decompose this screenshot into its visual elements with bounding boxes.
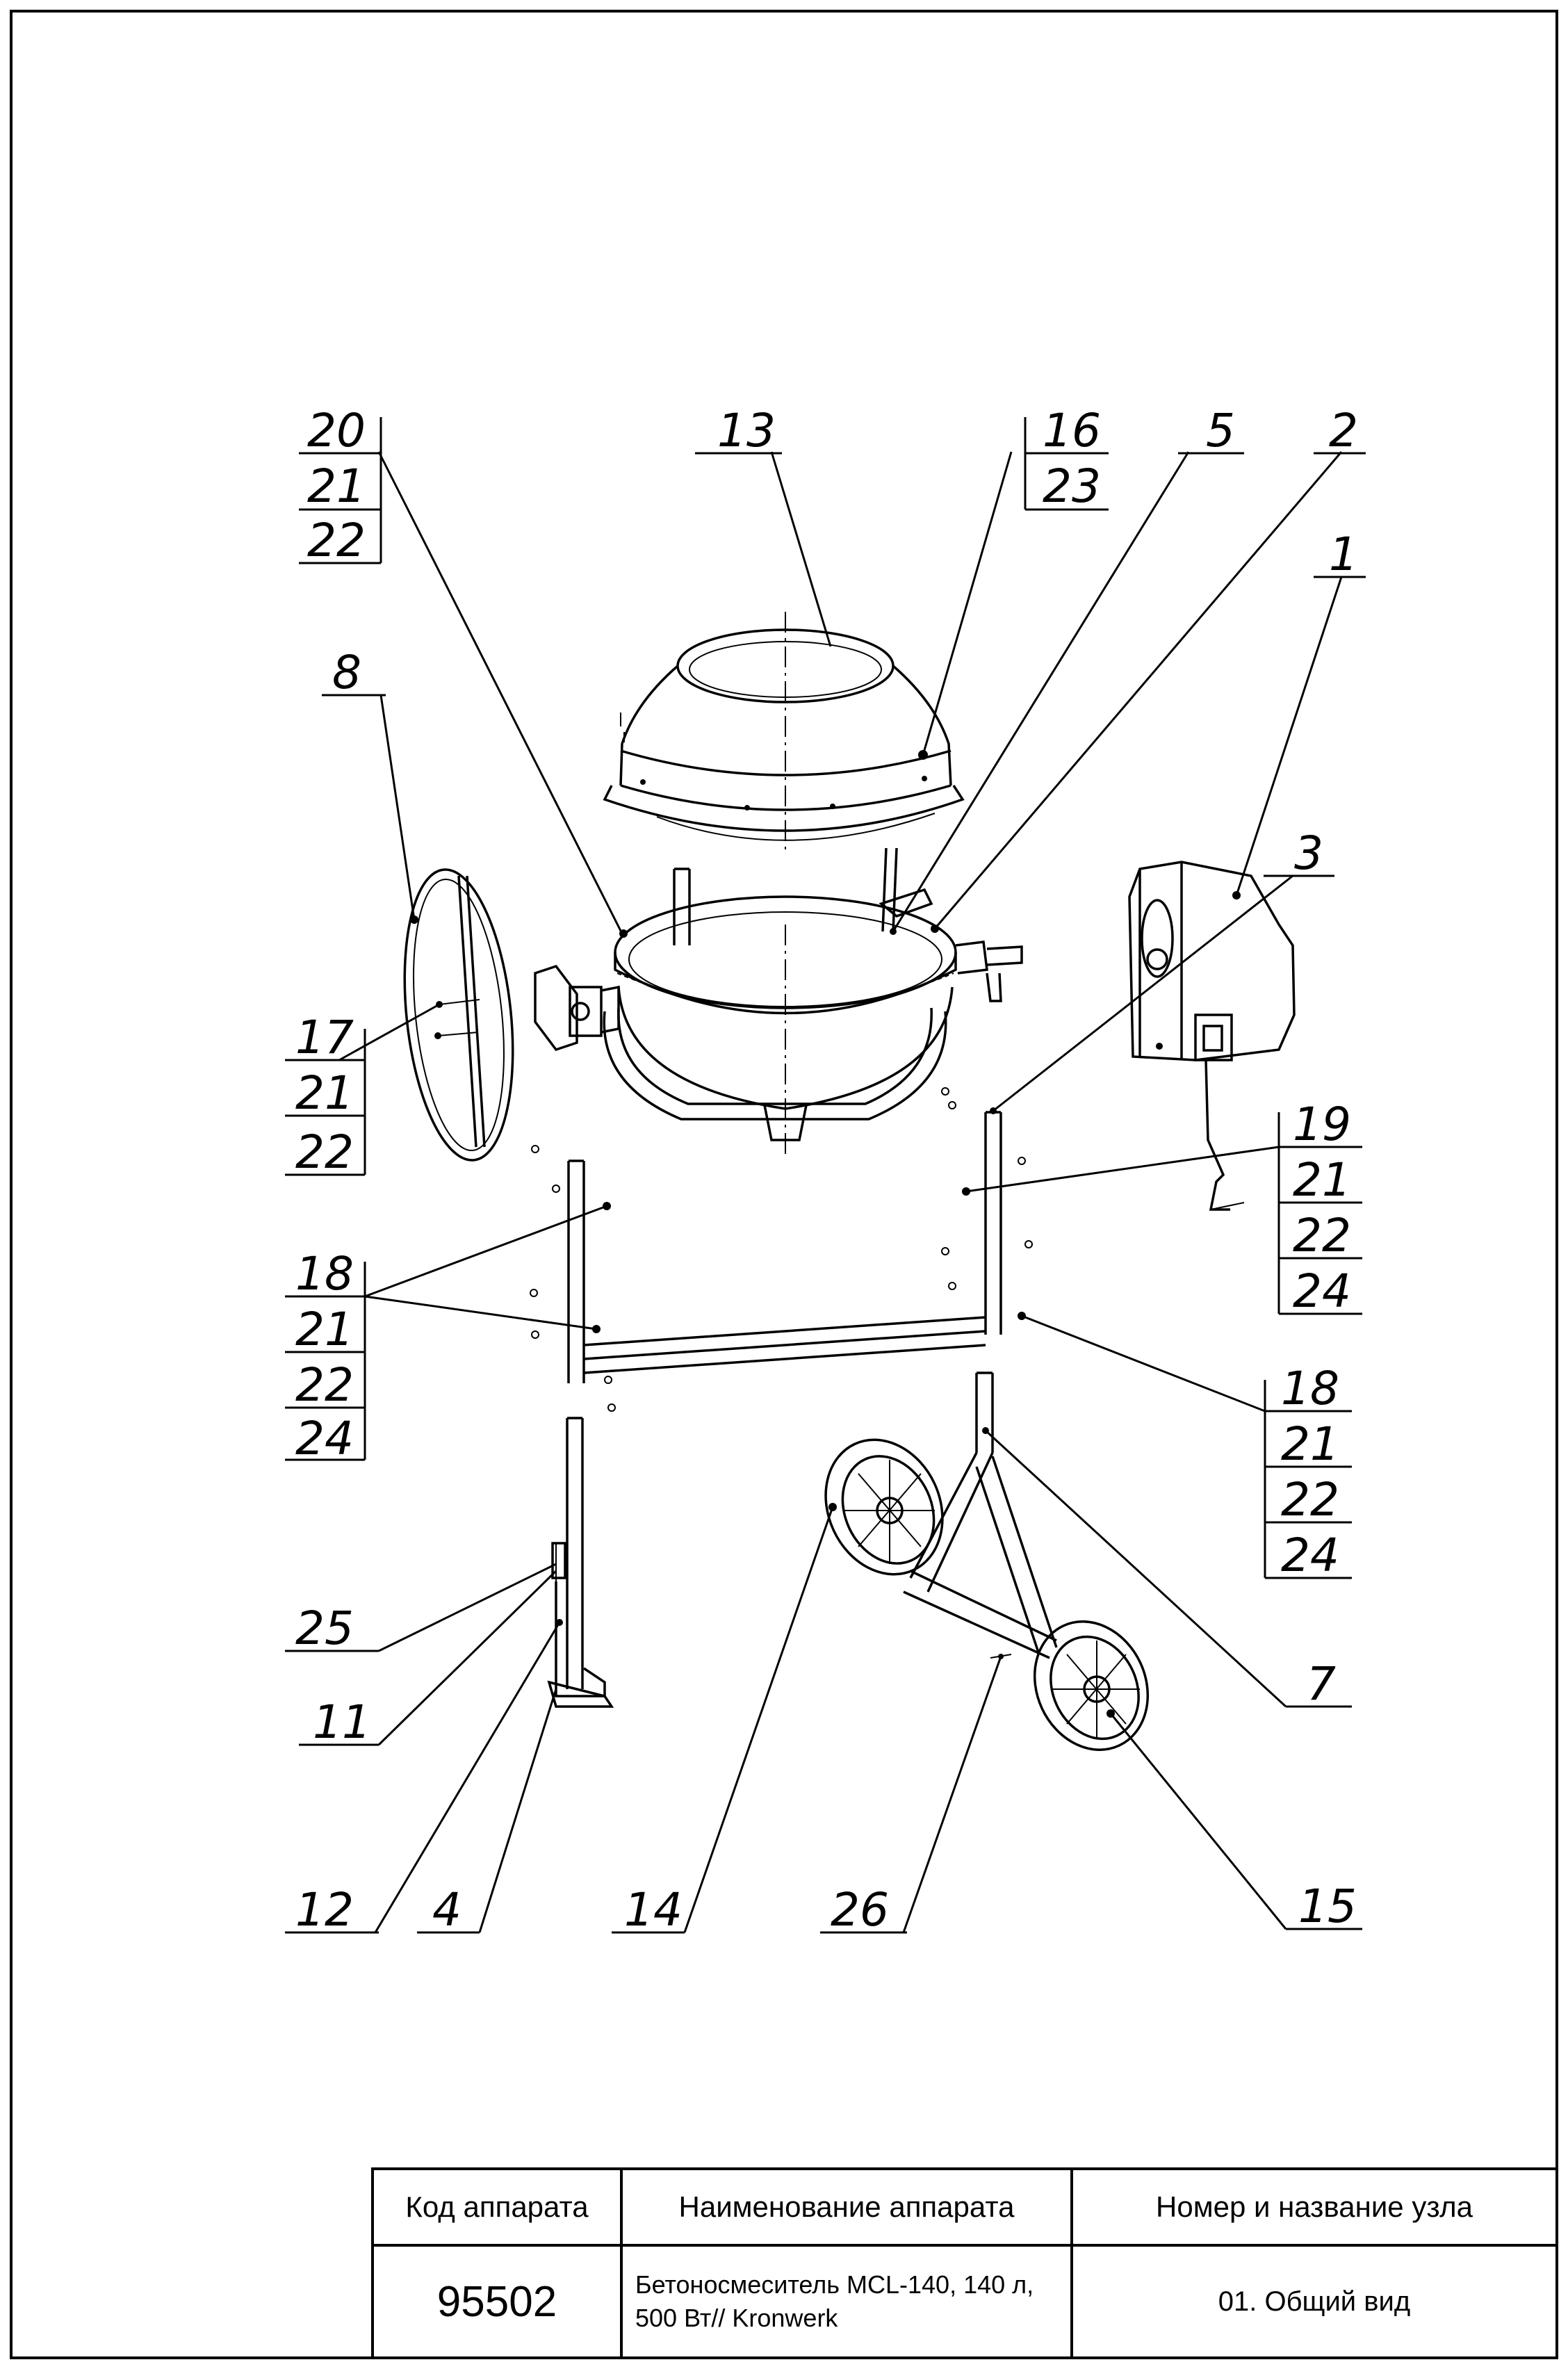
callout-5: 5 (1206, 404, 1235, 457)
apparatus-code: 95502 (371, 2244, 623, 2359)
callout-22: 22 (295, 1358, 354, 1412)
callout-22: 22 (307, 514, 366, 567)
callout-23: 23 (1043, 459, 1101, 513)
callout-3: 3 (1294, 827, 1323, 880)
callout-21: 21 (1293, 1153, 1351, 1207)
motor-housing (1128, 861, 1296, 1211)
callout-18: 18 (295, 1247, 354, 1301)
node-name: 01. Общий вид (1070, 2244, 1558, 2359)
callout-4: 4 (432, 1883, 462, 1937)
callout-13: 13 (717, 404, 776, 457)
callout-26: 26 (831, 1883, 889, 1937)
callout-22: 22 (1281, 1473, 1339, 1527)
drum-lower-bowl (534, 847, 1023, 1154)
callout-25: 25 (295, 1602, 354, 1655)
callout-22: 22 (1293, 1209, 1351, 1262)
callout-12: 12 (295, 1883, 354, 1937)
callout-21: 21 (295, 1303, 354, 1356)
callout-21: 21 (295, 1066, 354, 1120)
callout-18: 18 (1281, 1362, 1339, 1415)
header-name: Наименование аппарата (620, 2167, 1073, 2247)
apparatus-name-line1: Бетоносмеситель MCL-140, 140 л, (635, 2270, 1034, 2299)
apparatus-name: Бетоносмеситель MCL-140, 140 л, 500 Вт//… (620, 2244, 1073, 2359)
title-block: Код аппарата Наименование аппарата Номер… (371, 2167, 1558, 2359)
callout-24: 24 (1281, 1529, 1339, 1582)
drum-ring (403, 868, 514, 1162)
callout-7: 7 (1307, 1657, 1336, 1711)
callout-8: 8 (332, 646, 361, 699)
callout-16: 16 (1043, 404, 1101, 457)
callout-17: 17 (295, 1011, 354, 1064)
callout-21: 21 (307, 459, 366, 513)
stand-frame (530, 1087, 1033, 1708)
callout-24: 24 (295, 1412, 354, 1465)
callout-21: 21 (1281, 1417, 1339, 1471)
callout-14: 14 (624, 1883, 683, 1937)
callout-11: 11 (313, 1695, 371, 1749)
drawing-sheet (10, 10, 1558, 2359)
callout-labels: 20 21 22 13 16 23 5 2 1 8 3 17 21 22 19 … (295, 404, 1358, 1937)
header-node: Номер и название узла (1070, 2167, 1558, 2247)
header-code: Код аппарата (371, 2167, 623, 2247)
callout-22: 22 (295, 1125, 354, 1179)
callout-19: 19 (1293, 1098, 1351, 1151)
callout-15: 15 (1298, 1880, 1357, 1933)
leader-lines (285, 417, 1366, 1934)
callout-20: 20 (307, 404, 366, 457)
callout-1: 1 (1329, 528, 1358, 581)
drum-upper-cone (603, 612, 965, 855)
callout-24: 24 (1293, 1264, 1351, 1318)
callout-2: 2 (1329, 404, 1358, 457)
apparatus-name-line2: 500 Вт// Kronwerk (635, 2304, 838, 2332)
